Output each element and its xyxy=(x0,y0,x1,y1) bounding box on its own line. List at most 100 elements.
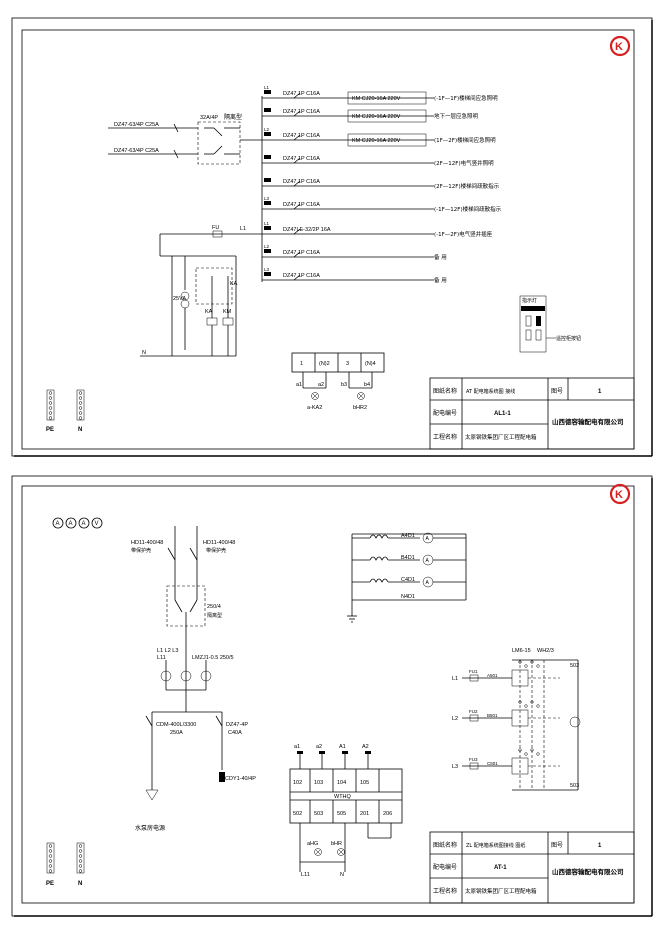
terminal-top-marker xyxy=(319,751,325,754)
terminal-top-label: a1 xyxy=(294,744,300,750)
l1-label: L1 xyxy=(240,226,246,232)
contactor-label: KM CJ20-16A 220V xyxy=(352,96,401,102)
meter-circuit: LM6-15 WH2/3 502 503 L1FU1A501L2FU2B501L… xyxy=(452,648,581,791)
ammeter-icon: A xyxy=(82,521,86,527)
fuse-icon xyxy=(469,674,479,682)
terminal-a2: a2 xyxy=(318,382,324,388)
circuit-marker xyxy=(264,108,271,112)
title2-company: 山西德容输配电有限公司 xyxy=(552,867,624,876)
title-block-2: 图纸名称 ZL 配电箱系统图接线 图纸 图号 1 配电编号 AT-1 山西德容输… xyxy=(429,831,635,904)
ammeter-symbol: A xyxy=(426,558,430,564)
fuse-label: FU3 xyxy=(469,757,478,762)
incomer-1-label: DZ47-63/4P C25A xyxy=(114,122,159,128)
title2-row2-value: AT-1 xyxy=(494,865,507,871)
lamp-2-2-label: bHR xyxy=(331,841,342,847)
terminal-peg xyxy=(536,752,540,756)
ammeter-id: C4D1 xyxy=(401,577,415,583)
circuit-breaker-label: DZ47 1P C16A xyxy=(283,273,320,279)
circuit-marker xyxy=(264,90,271,94)
terminal-peg xyxy=(78,401,83,405)
fu-label: FU xyxy=(212,225,219,231)
ammeter-symbol: A xyxy=(426,536,430,542)
circuit-target: 地下一层应急照明 xyxy=(434,112,479,120)
lamp-1-label: a-KA2 xyxy=(307,405,322,411)
title1-row1-right-value: 1 xyxy=(598,389,602,395)
logo-text: K xyxy=(615,41,623,53)
n-bar-label: N xyxy=(78,427,82,433)
ground-terminals: PE N xyxy=(46,389,85,433)
circuit-target: (-1F—12F)楼梯间疏散指示 xyxy=(434,205,502,213)
terminal-bottom: 502 xyxy=(293,811,302,817)
terminal-peg xyxy=(48,849,53,853)
terminal-2: (N)2 xyxy=(319,361,330,367)
terminal-peg xyxy=(78,864,83,868)
breaker-symbol xyxy=(293,274,301,281)
ct-coil xyxy=(369,534,389,539)
terminal-top-label: a2 xyxy=(316,744,322,750)
ammeter-icon: A xyxy=(56,521,60,527)
terminal-top-marker xyxy=(365,751,371,754)
breaker-symbol xyxy=(293,157,301,164)
fuse-icon xyxy=(469,762,479,770)
breaker-1-rating: 250A xyxy=(170,730,183,736)
circuit-marker xyxy=(264,132,271,136)
terminal-top-marker xyxy=(342,751,348,754)
bottom-l11: L11 xyxy=(301,872,310,878)
terminal-peg xyxy=(78,844,83,848)
transfer-label: 250/4 xyxy=(207,604,221,610)
title1-row2-label: 配电编号 xyxy=(433,409,457,417)
terminal-peg xyxy=(78,391,83,395)
terminal-peg xyxy=(78,869,83,873)
ka-label-2: KA xyxy=(230,281,238,287)
breaker-symbol xyxy=(293,110,301,117)
meter-circle xyxy=(91,517,103,529)
circuit-id: L1 xyxy=(264,85,270,90)
contactor-label: KM CJ20-16A 220V xyxy=(352,114,401,120)
terminal-peg xyxy=(48,869,53,873)
contactor-box xyxy=(347,133,427,147)
ct-coil xyxy=(369,578,389,583)
circuit-marker xyxy=(264,201,271,205)
terminal-peg xyxy=(48,416,53,420)
terminal-peg xyxy=(48,396,53,400)
switch-1-model: HD11-400/48 xyxy=(131,540,163,546)
meter-right-2: 503 xyxy=(570,783,579,789)
ct-label: LMZJ1-0.5 250/5 xyxy=(192,655,234,661)
km-label: KM xyxy=(223,309,232,315)
terminal-peg xyxy=(536,704,540,708)
breaker-symbol xyxy=(293,180,301,187)
title1-row3-label: 工程名称 xyxy=(433,433,457,441)
terminal-a1: a1 xyxy=(296,382,302,388)
circuit-marker xyxy=(264,272,271,276)
title2-row3-value: 太原钢铁集团厂区工程配电箱 xyxy=(465,887,537,895)
spd-label: CDY1-40/4P xyxy=(225,776,256,782)
terminal-top: 102 xyxy=(293,780,302,786)
meter-top-2: WH2/3 xyxy=(537,648,554,654)
title-block-1: 图纸名称 AT 配电箱系统图 接线 图号 1 配电编号 AL1-1 山西德容输配… xyxy=(429,377,635,450)
terminal-peg xyxy=(78,411,83,415)
circuit-target: (-1F—1F)楼梯间应急照明 xyxy=(434,94,498,102)
terminal-b3: b3 xyxy=(341,382,347,388)
company-logo-2: K xyxy=(609,483,631,505)
terminal-bottom: 206 xyxy=(383,811,392,817)
contactor-label: KM CJ20-16A 220V xyxy=(352,138,401,144)
meter-id: A501 xyxy=(487,673,498,678)
circuit-breaker-label: DZ47 1P C16A xyxy=(283,133,320,139)
breaker-symbol xyxy=(293,228,301,235)
title2-row1-label: 图纸名称 xyxy=(433,841,457,849)
circuit-target: (-1F—2F)电气竖井插座 xyxy=(434,230,493,238)
terminal-peg xyxy=(48,844,53,848)
ka-label-1: KA xyxy=(205,309,213,315)
title1-row1-value: AT 配电箱系统图 接线 xyxy=(466,388,515,395)
pe-label-2: PE xyxy=(46,881,54,887)
incomer-2-label: DZ47-63/4P C25A xyxy=(114,148,159,154)
title1-company: 山西德容输配电有限公司 xyxy=(552,417,624,426)
phase-label: L2 xyxy=(452,716,458,722)
fuse-icon xyxy=(469,714,479,722)
switch-1-note: 带保护壳 xyxy=(131,547,151,554)
breaker-1-model: CDM-400L/3300 xyxy=(156,722,196,728)
ct-icon xyxy=(160,670,172,682)
